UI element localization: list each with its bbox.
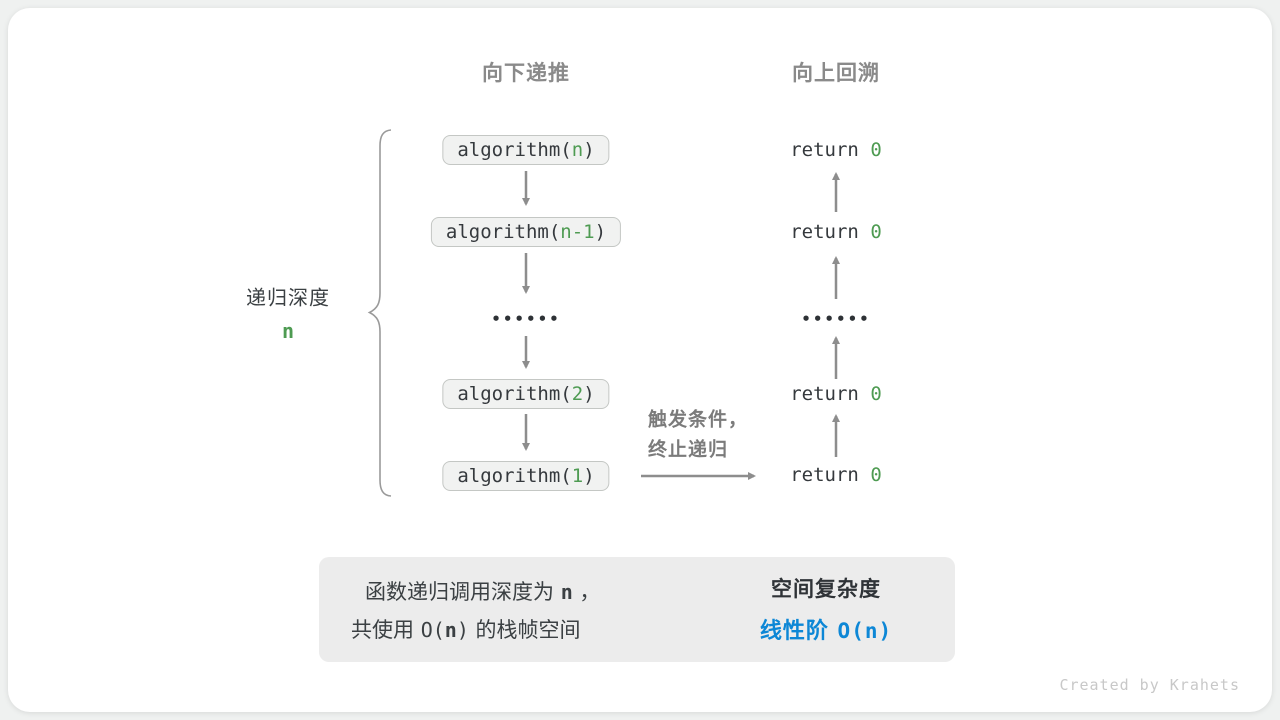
return-value: 0 bbox=[870, 464, 882, 486]
call-box-text: algorithm( bbox=[457, 383, 572, 405]
return-value: 0 bbox=[870, 139, 882, 161]
summary-text: 函数递归调用深度为 bbox=[365, 580, 561, 604]
summary-line-1: 函数递归调用深度为 n ， bbox=[365, 576, 600, 606]
summary-text: 共使用 bbox=[351, 618, 421, 642]
return-statement-2: return 0 bbox=[790, 221, 882, 243]
complexity-title: 空间复杂度 bbox=[771, 577, 881, 601]
call-box-close: ) bbox=[583, 139, 595, 161]
depth-label: 递归深度 bbox=[246, 285, 330, 310]
call-box-text: algorithm( bbox=[457, 465, 572, 487]
column-header-descend: 向下递推 bbox=[482, 61, 570, 85]
summary-text: 的栈帧空间 bbox=[468, 618, 581, 642]
complexity-label: 线性阶 bbox=[759, 619, 838, 644]
call-box-2: algorithm(2) bbox=[442, 379, 610, 409]
call-box-arg: n-1 bbox=[560, 221, 595, 243]
call-box-text: algorithm( bbox=[457, 139, 572, 161]
return-keyword: return bbox=[790, 139, 871, 161]
call-box-close: ) bbox=[594, 221, 607, 243]
return-keyword: return bbox=[790, 221, 871, 243]
ellipsis-left: •••••• bbox=[491, 310, 561, 328]
call-box-arg: n bbox=[571, 139, 584, 161]
summary-text: ， bbox=[572, 580, 601, 604]
call-box-1: algorithm(1) bbox=[442, 461, 610, 491]
call-box-arg: 2 bbox=[571, 383, 584, 405]
return-keyword: return bbox=[790, 383, 871, 405]
summary-var-n: n bbox=[560, 580, 573, 604]
credit-text: Created by Krahets bbox=[1059, 676, 1240, 694]
call-box-text: algorithm( bbox=[445, 221, 561, 243]
call-box-close: ) bbox=[583, 383, 595, 405]
call-box-n-1: algorithm(n-1) bbox=[430, 217, 622, 247]
summary-var-n: n bbox=[444, 618, 457, 642]
ellipsis-right: •••••• bbox=[801, 310, 871, 328]
call-box-close: ) bbox=[583, 465, 595, 487]
trigger-note-line2: 终止递归 bbox=[648, 438, 729, 461]
complexity-result: 线性阶 O(n) bbox=[760, 613, 892, 645]
return-statement-3: return 0 bbox=[790, 383, 882, 405]
call-box-n: algorithm(n) bbox=[442, 135, 610, 165]
return-keyword: return bbox=[790, 464, 871, 486]
return-value: 0 bbox=[870, 221, 882, 243]
call-box-arg: 1 bbox=[571, 465, 584, 487]
trigger-note-line1: 触发条件， bbox=[648, 408, 749, 431]
big-o-open: O( bbox=[420, 618, 445, 642]
return-statement-1: return 0 bbox=[790, 139, 882, 161]
complexity-value: O(n) bbox=[837, 619, 893, 643]
column-header-backtrack: 向上回溯 bbox=[792, 61, 880, 85]
summary-box bbox=[319, 557, 955, 662]
return-value: 0 bbox=[870, 383, 882, 405]
summary-line-2: 共使用 O(n) 的栈帧空间 bbox=[351, 614, 581, 644]
depth-value: n bbox=[281, 319, 295, 343]
big-o-close: ) bbox=[456, 618, 469, 642]
return-statement-4: return 0 bbox=[790, 464, 882, 486]
